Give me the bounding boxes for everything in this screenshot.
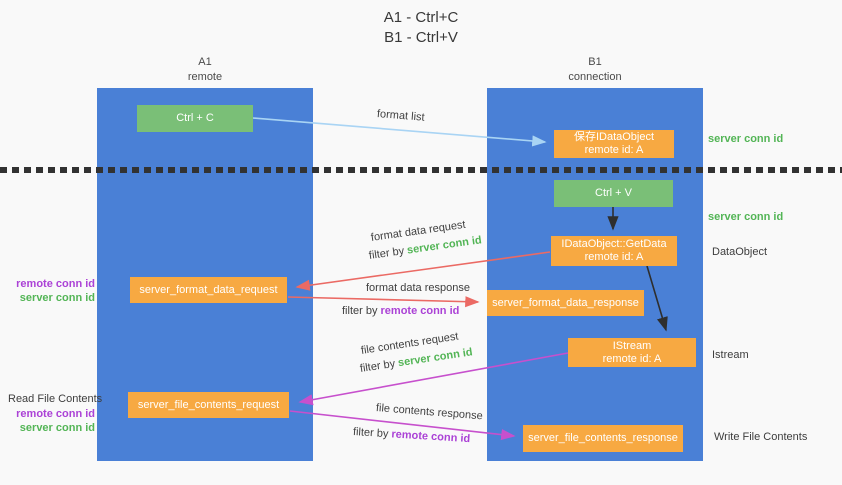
node-server-format-data-request[interactable]: server_format_data_request: [130, 277, 287, 303]
filter-by-text: filter by: [359, 357, 399, 375]
lane-b1-name: B1: [588, 56, 602, 68]
server-conn-id-text: server conn id: [406, 234, 483, 257]
filter-by-text: filter by: [368, 244, 408, 262]
label-file-contents-response: file contents response: [375, 402, 484, 423]
filter-by-text: filter by: [342, 305, 381, 317]
annotation-remote-conn-id-2: remote conn id: [16, 408, 95, 420]
remote-conn-id-text: remote conn id: [391, 428, 471, 446]
lane-header-b1: B1 connection: [487, 55, 703, 85]
annotation-read-file-contents: Read File Contents: [8, 393, 103, 405]
annotation-server-conn-id-top: server conn id: [708, 133, 784, 145]
annotation-server-conn-id-2: server conn id: [19, 422, 95, 434]
lane-b1-subtitle: connection: [568, 71, 622, 83]
annotation-write-file-contents: Write File Contents: [714, 431, 808, 443]
remote-conn-id-text: remote conn id: [380, 305, 460, 317]
title-line-1: A1 - Ctrl+C: [383, 9, 459, 26]
label-format-data-response: format data response: [366, 282, 470, 294]
node-ctrl-c[interactable]: Ctrl + C: [137, 105, 253, 132]
arrow-format-data-response[interactable]: [287, 296, 480, 308]
filter-by-text: filter by: [352, 426, 392, 441]
node-server-format-data-response[interactable]: server_format_data_response: [487, 290, 644, 316]
annotation-server-conn-id-mid: server conn id: [708, 211, 784, 223]
label-format-list: format list: [376, 108, 426, 124]
node-ctrl-v[interactable]: Ctrl + V: [554, 180, 673, 207]
node-server-file-contents-response[interactable]: server_file_contents_response: [523, 425, 683, 452]
label-filter-by-remote-conn-id-1: filter by remote conn id: [342, 305, 459, 317]
annotation-conn-ids-bottom: remote conn id server conn id: [0, 407, 95, 435]
annotation-server-conn-id-1: server conn id: [19, 292, 95, 304]
diagram-title: A1 - Ctrl+C B1 - Ctrl+V: [0, 8, 842, 48]
annotation-istream: Istream: [712, 349, 749, 361]
annotation-dataobject: DataObject: [712, 246, 768, 258]
title-line-2: B1 - Ctrl+V: [384, 29, 458, 46]
node-server-file-contents-request[interactable]: server_file_contents_request: [128, 392, 289, 418]
lane-header-a1: A1 remote: [97, 55, 313, 85]
annotation-remote-conn-id-1: remote conn id: [16, 278, 95, 290]
lane-a1-name: A1: [198, 56, 212, 68]
node-idataobject-getdata[interactable]: IDataObject::GetData remote id: A: [551, 236, 677, 266]
node-save-idataobject[interactable]: 保存IDataObject remote id: A: [554, 130, 674, 158]
label-filter-by-remote-conn-id-2: filter by remote conn id: [353, 426, 471, 445]
node-istream[interactable]: IStream remote id: A: [568, 338, 696, 367]
divider-dotted-line[interactable]: [0, 167, 842, 173]
annotation-conn-ids-top: remote conn id server conn id: [0, 277, 95, 305]
lane-a1-subtitle: remote: [187, 71, 223, 83]
